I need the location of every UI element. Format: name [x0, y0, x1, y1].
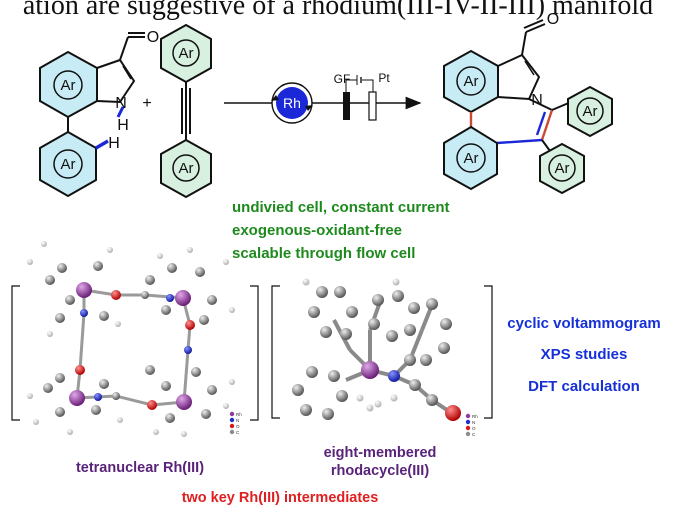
ligand-cluster-3: [27, 373, 123, 435]
atom-label-n: N: [115, 95, 127, 112]
atom-label-h: H: [117, 117, 129, 134]
rh-atom: [175, 290, 191, 306]
ring-label: Ar: [61, 77, 76, 94]
study-item: XPS studies: [540, 346, 628, 363]
n-atom: [166, 294, 174, 302]
ring-label: Ar: [464, 150, 479, 167]
ligand-cluster-4: [145, 365, 235, 437]
legend-label: N: [472, 420, 475, 425]
ring-label: Ar: [179, 45, 194, 62]
product-pyrrole: [497, 53, 541, 101]
condition-line: undivied cell, constant current: [232, 199, 450, 216]
legend-label: C: [236, 430, 240, 435]
pyrrole-ring: [96, 58, 136, 104]
tetranuclear-caption: tetranuclear Rh(III): [75, 460, 205, 476]
atom-label-n: N: [531, 92, 543, 109]
power-wire-right: [362, 79, 374, 92]
legend-label: O: [472, 426, 476, 431]
reaction-arrow: [224, 75, 422, 124]
atom-label-h: H: [108, 135, 120, 152]
atom-legend-2: Rh N O C: [465, 413, 478, 437]
intermediates-caption: two key Rh(III) intermediates: [181, 490, 379, 506]
condition-line: scalable through flow cell: [232, 245, 416, 262]
o-atom: [75, 365, 85, 375]
atom-legend-1: Rh N O C: [229, 411, 242, 435]
ring-label: Ar: [555, 160, 570, 177]
n-atom: [94, 393, 102, 401]
o-atom: [445, 405, 461, 421]
ring-label: Ar: [179, 160, 194, 177]
indole-substrate: [39, 32, 145, 198]
o-atom: [147, 400, 157, 410]
anode-label: GF: [334, 72, 351, 86]
aromatic-circle-3: [172, 39, 200, 67]
brackets: [11, 285, 493, 421]
catalyst-label: Rh: [283, 95, 301, 111]
ch-bond: [95, 139, 109, 150]
ring-label: Ar: [464, 73, 479, 90]
atom-label-o: O: [547, 11, 559, 28]
study-item: cyclic voltammogram: [507, 315, 661, 332]
plus-sign: +: [142, 95, 151, 112]
product-formyl: [521, 31, 527, 56]
aromatic-circle-4: [172, 154, 200, 182]
legend-label: Rh: [472, 414, 478, 419]
catalyst-core: [276, 87, 308, 119]
legend-label: O: [236, 424, 240, 429]
aromatic-circle-6: [456, 143, 486, 173]
n-c-bond: [528, 98, 553, 111]
azepine-cc: [540, 109, 554, 141]
platinum-cathode: [368, 91, 377, 121]
aromatic-circle: [53, 70, 83, 100]
cathode-label: Pt: [378, 71, 390, 85]
rh-atom: [361, 361, 379, 379]
study-item: DFT calculation: [528, 378, 640, 395]
o-atom: [111, 290, 121, 300]
ring-label: Ar: [61, 156, 76, 173]
ligand-cluster-2: [145, 247, 235, 325]
rh-atom: [176, 394, 192, 410]
o-atom: [185, 320, 195, 330]
cut-off-header-text: ation are suggestive of a rhodium(III-IV…: [22, 0, 654, 21]
condition-line: exogenous-oxidant-free: [232, 222, 403, 239]
double-bond: [122, 65, 132, 80]
aromatic-circle-5: [456, 66, 486, 96]
n-atom: [80, 309, 88, 317]
legend-label: C: [472, 432, 476, 437]
diaryl-alkyne: [160, 23, 212, 199]
rhodacycle-caption-line1: eight-membered: [323, 445, 437, 461]
formyl-bond: [119, 36, 129, 61]
legend-label: Rh: [236, 412, 242, 417]
tetranuclear-rh-structure: [27, 241, 235, 437]
ring-label: Ar: [583, 103, 598, 120]
n-atom: [184, 346, 192, 354]
nh-bond: [116, 106, 125, 118]
rhodacycle-structure: [292, 278, 461, 421]
new-cc-bond: [496, 138, 543, 145]
scheme-labels: Ar Ar Ar Ar Ar Ar Ar Ar N H H O N O + Rh…: [61, 11, 598, 177]
rh-atom: [76, 282, 92, 298]
atom-label-o: O: [147, 29, 159, 46]
rhodacycle-caption-line2: rhodacycle(III): [330, 463, 430, 479]
carbon-framework: [292, 286, 452, 420]
legend-label: N: [236, 418, 239, 423]
power-wire-left: [345, 79, 357, 92]
rh-atom: [69, 390, 85, 406]
aromatic-circle-2: [53, 149, 83, 179]
ligand-cluster-1: [27, 241, 121, 337]
product-molecule: [443, 19, 613, 195]
n-atom: [388, 370, 400, 382]
graphite-felt-anode: [343, 92, 350, 120]
